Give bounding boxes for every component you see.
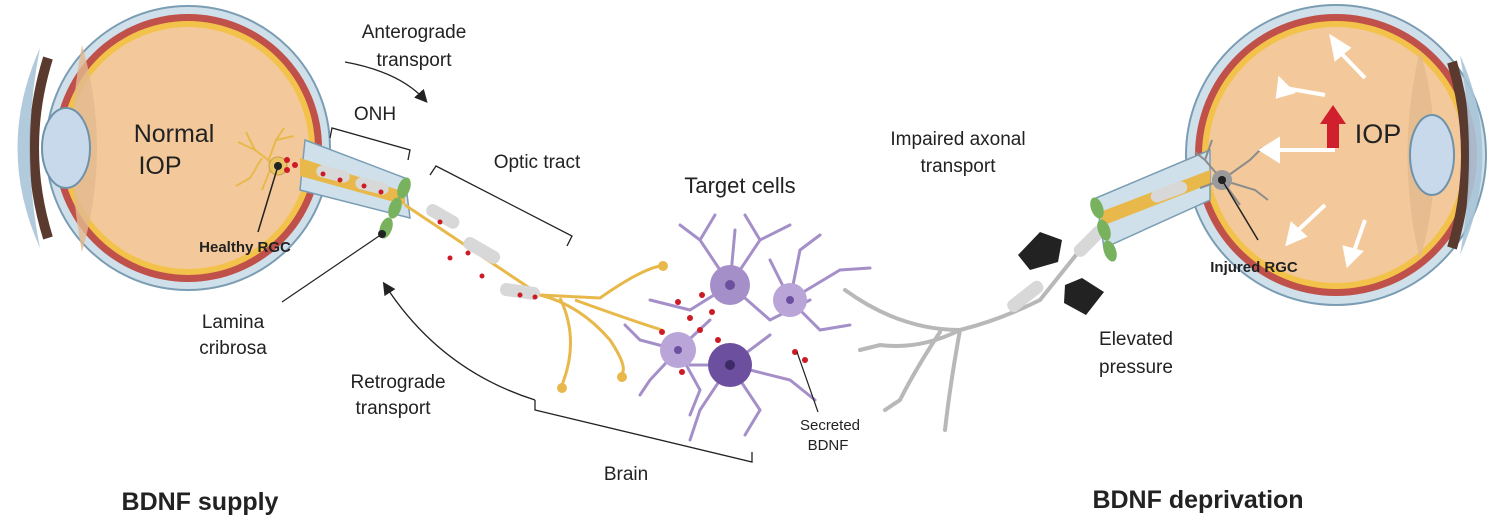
onh-label: ONH (354, 104, 396, 125)
pressure-arrows (1258, 33, 1367, 269)
secreted-bdnf-label: BDNF (808, 437, 849, 454)
target-cells (623, 213, 872, 442)
bdnf-dot (292, 162, 298, 168)
lamina-plate (397, 177, 411, 199)
healthy-eye (17, 5, 331, 291)
bdnf-deprivation-title: BDNF deprivation (1092, 486, 1303, 514)
healthy-rgc-cell (235, 127, 295, 191)
injured-rgc-pointer (1221, 179, 1259, 241)
injured-rgc-label: Injured RGC (1210, 259, 1298, 276)
bdnf-dot (284, 167, 290, 173)
elevated-pressure-blocks (1018, 232, 1104, 315)
optic-tract-bracket (429, 165, 573, 247)
iop-label: IOP (1355, 119, 1402, 149)
brain-label: Brain (604, 464, 648, 485)
secreted-bdnf-label: Secreted (800, 417, 860, 434)
elevated-pressure-label: Elevated (1099, 329, 1173, 350)
optic-tract-axon (404, 203, 668, 393)
healthy-rgc-pointer (257, 165, 279, 233)
bdnf-dot (284, 157, 290, 163)
left-iris (29, 56, 53, 240)
right-optic-nerve (1090, 148, 1211, 262)
left-optic-nerve (299, 138, 411, 239)
bdnf-supply-title: BDNF supply (122, 488, 279, 516)
left-cornea (17, 48, 40, 248)
target-cell-bodies (660, 265, 807, 387)
brain-bracket (534, 400, 753, 463)
anterograde-label: transport (377, 50, 453, 71)
impaired-transport-label: Impaired axonal (890, 129, 1025, 150)
iop-up-arrow (1320, 105, 1346, 148)
impaired-axon-segments (1007, 225, 1105, 313)
target-cells-label: Target cells (684, 173, 795, 198)
secreted-bdnf-pointer (796, 351, 819, 413)
left-vitreous (67, 27, 309, 269)
lamina-cribrosa-label: Lamina (202, 312, 265, 333)
optic-tract-label: Optic tract (494, 152, 581, 173)
anterograde-arrow (344, 61, 428, 103)
injured-eye (1185, 4, 1487, 306)
secreted-bdnf-dots (659, 292, 808, 375)
lamina-cribrosa-label: cribrosa (199, 338, 267, 359)
impaired-axon (843, 223, 1102, 432)
lamina-pointer (281, 233, 383, 303)
impaired-transport-label: transport (921, 156, 997, 177)
retrograde-label: transport (356, 398, 432, 419)
anterograde-label: Anterograde (362, 22, 467, 43)
lamina-plate (388, 197, 402, 219)
onh-bracket (329, 127, 411, 161)
healthy-rgc-label: Healthy RGC (199, 239, 291, 256)
elevated-pressure-label: pressure (1099, 357, 1173, 378)
injured-rgc-cell (1194, 139, 1269, 206)
left-lens (41, 107, 91, 189)
normal-iop-label: Normal (134, 120, 215, 148)
normal-iop-label: IOP (138, 152, 181, 180)
retrograde-label: Retrograde (350, 372, 445, 393)
retrograde-arrow (382, 281, 536, 401)
